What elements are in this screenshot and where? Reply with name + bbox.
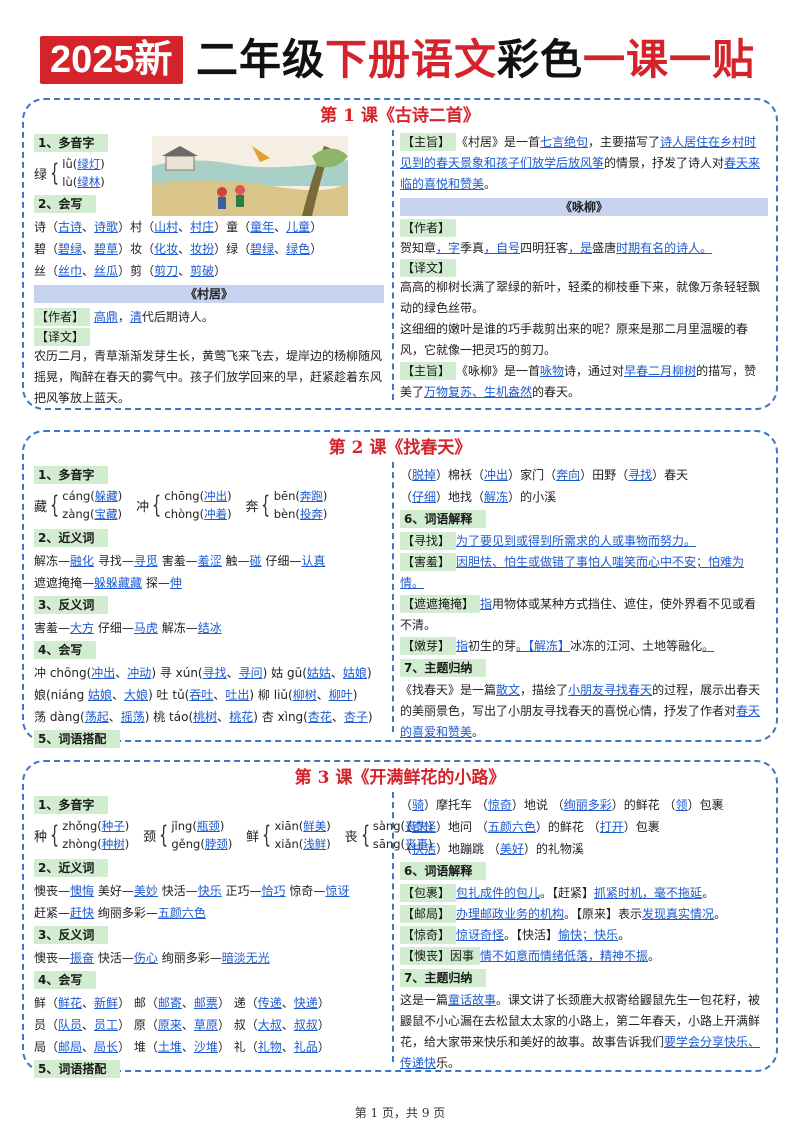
polyphone-entry: 丧{sàng(丧失)sāng(丧事) xyxy=(344,819,433,851)
lesson-3-card: 第 3 课《开满鲜花的小路》 1、多音字 种{zhǒng(种子)zhòng(种树… xyxy=(22,760,778,1078)
lesson-3-right: （骑）摩托车 （惊奇）地说 （绚丽多彩）的鲜花 （领）包裹 （奇怪）地问 （五颜… xyxy=(400,798,761,1070)
polyphone-entry: 种{zhǒng(种子)zhòng(种树) xyxy=(34,819,130,851)
write-line: 丝（丝巾、丝瓜）剪（剪刀、剪破） xyxy=(34,264,227,278)
column-divider xyxy=(392,792,394,1062)
polyphone-entry: 藏{cáng(躲藏)zàng(宝藏) xyxy=(34,489,123,521)
author-line: 贺知章，字季真，自号四明狂客，是盛唐时期有名的诗人。 xyxy=(400,241,713,255)
lesson-3-left: 1、多音字 种{zhǒng(种子)zhòng(种树) 颈{jǐng(瓶颈)gěn… xyxy=(34,796,433,1078)
lesson-1-title: 第 1 课《古诗二首》 xyxy=(320,106,480,126)
poem-subtitle: 《咏柳》 xyxy=(400,198,768,216)
translation-tag: 【译文】 xyxy=(34,328,91,346)
heading-write: 2、会写 xyxy=(34,195,97,213)
lesson-1-right: 【主旨】《村居》是一首七言绝句，主要描写了诗人居住在乡村时见到的春天景象和孩子们… xyxy=(400,132,768,403)
lesson-1-card: 第 1 课《古诗二首》 1、多音字 绿{lǜ(绿灯)lù(绿林) 2、会写 诗（… xyxy=(22,98,778,410)
lesson-2-right: （脱掉）棉袄（冲出）家门（奔向）田野（寻找）春天 （仔细）地找（解冻）的小溪 6… xyxy=(400,468,761,739)
village-illustration xyxy=(152,136,348,216)
heading-polyphone: 1、多音字 xyxy=(34,134,109,152)
polyphone-entry: 奔{bēn(奔跑)bèn(投奔) xyxy=(245,489,328,521)
translation-text: 高高的柳树长满了翠绿的新叶，轻柔的柳枝垂下来，就像万条轻轻飘动的绿色丝带。 xyxy=(400,280,761,315)
theme-text: 【主旨】《村居》是一首七言绝句，主要描写了诗人居住在乡村时见到的春天景象和孩子们… xyxy=(400,133,761,191)
author-line: 【作者】 高鼎，清代后期诗人。 xyxy=(34,308,214,326)
lesson-2-title: 第 2 课《找春天》 xyxy=(328,438,472,458)
polyphone-entry: 鲜{xiān(鲜美)xiǎn(浅鲜) xyxy=(246,819,331,851)
lesson-1-left: 1、多音字 绿{lǜ(绿灯)lù(绿林) 2、会写 诗（古诗、诗歌）村（山村、村… xyxy=(34,132,384,409)
poem-subtitle: 《村居》 xyxy=(34,285,384,303)
translation-text: 农历二月，青草渐渐发芽生长，黄莺飞来飞去，堤岸边的杨柳随风摇晃，陶醉在春天的雾气… xyxy=(34,349,383,405)
polyphone-entry: 绿{lǜ(绿灯)lù(绿林) xyxy=(34,157,105,189)
lesson-3-title: 第 3 课《开满鲜花的小路》 xyxy=(294,768,506,788)
page-header: 2025新 二年级下册语文彩色一课一贴 xyxy=(0,26,800,86)
theme-text: 【主旨】《咏柳》是一首咏物诗，通过对早春二月柳树的描写，赞美了万物复苏、生机盎然… xyxy=(400,362,757,399)
year-badge: 2025新 xyxy=(40,36,183,84)
column-divider xyxy=(392,130,394,400)
write-line: 碧（碧绿、碧草）妆（化妆、妆扮）绿（碧绿、绿色） xyxy=(34,242,323,256)
page-number: 第 1 页，共 9 页 xyxy=(354,1106,446,1120)
polyphone-entry: 颈{jǐng(瓶颈)gěng(脖颈) xyxy=(143,819,233,851)
write-line: 诗（古诗、诗歌）村（山村、村庄）童（童年、儿童） xyxy=(34,220,323,234)
column-divider xyxy=(392,462,394,732)
page-title: 二年级下册语文彩色一课一贴 xyxy=(196,35,756,84)
translation-text: 这细细的嫩叶是谁的巧手裁剪出来的呢？原来是那二月里温暖的春风，它就像一把灵巧的剪… xyxy=(400,322,749,357)
lesson-2-left: 1、多音字 藏{cáng(躲藏)zàng(宝藏) 冲{chōng(冲出)chòn… xyxy=(34,466,373,748)
lesson-2-card: 第 2 课《找春天》 1、多音字 藏{cáng(躲藏)zàng(宝藏) 冲{ch… xyxy=(22,430,778,748)
polyphone-entry: 冲{chōng(冲出)chòng(冲着) xyxy=(136,489,232,521)
